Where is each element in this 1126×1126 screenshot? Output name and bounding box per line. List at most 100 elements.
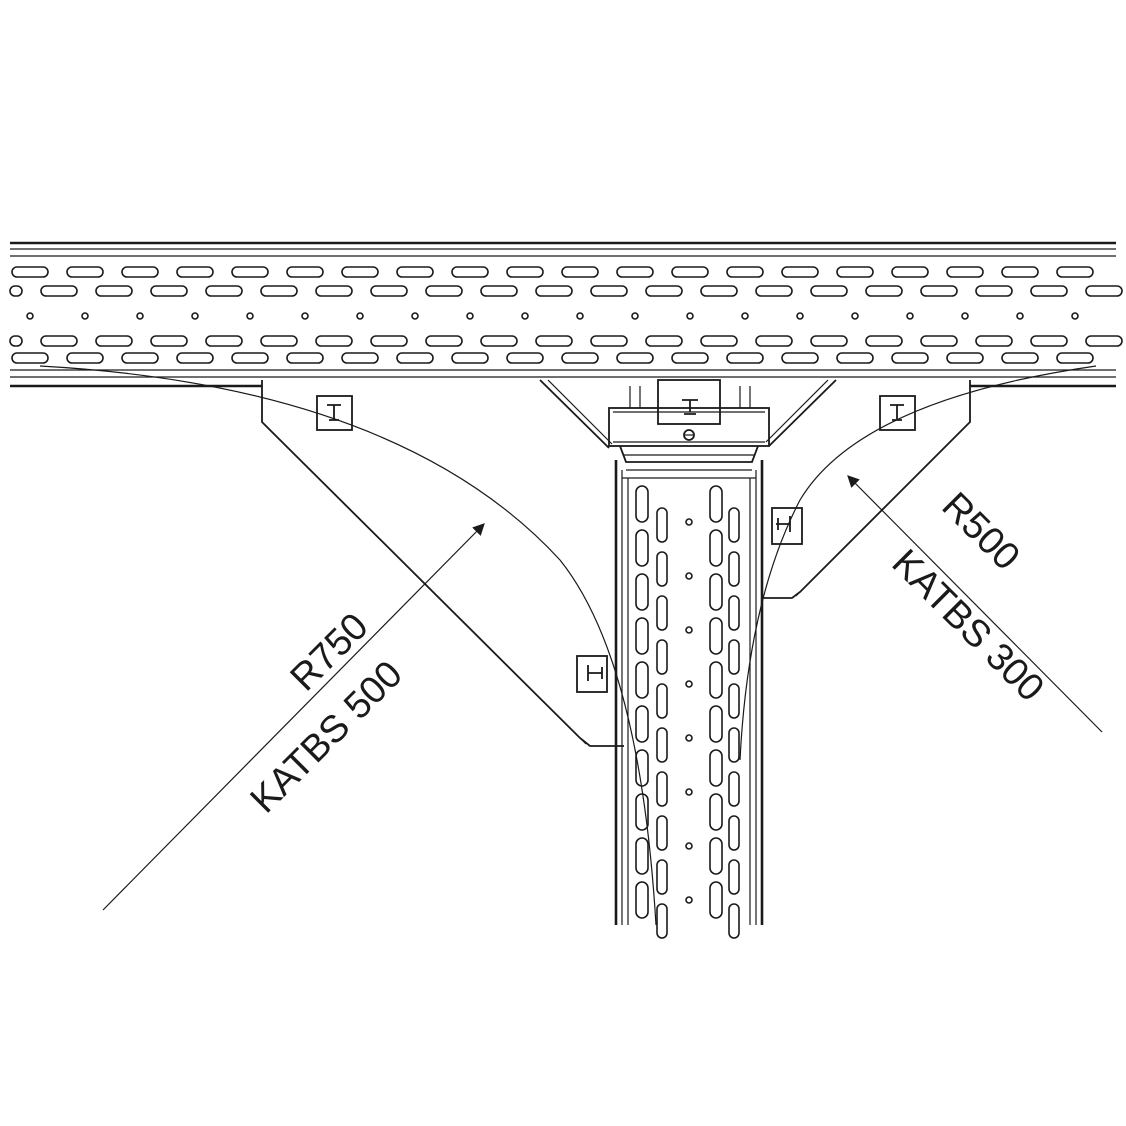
perforation-slot	[635, 793, 649, 831]
perforation-hole	[466, 312, 474, 320]
perforation-slot	[946, 352, 984, 364]
perforation-slot	[341, 266, 379, 278]
perforation-slot	[341, 352, 379, 364]
perforation-slot	[920, 335, 958, 347]
perforation-slot	[726, 266, 764, 278]
left-bend-katbs-500	[39, 365, 657, 926]
perforation-hole	[685, 518, 693, 526]
perforation-slot	[1001, 266, 1039, 278]
perforation-slot	[728, 639, 740, 675]
perforation-slot	[635, 705, 649, 743]
perforation-slot	[451, 266, 489, 278]
perforation-slot	[865, 285, 903, 297]
perforation-slot	[656, 727, 668, 763]
perforation-hole	[685, 734, 693, 742]
perforation-slot	[728, 771, 740, 807]
perforation-slot	[728, 595, 740, 631]
perforation-slot	[205, 285, 243, 297]
perforation-slot	[709, 661, 723, 699]
perforation-slot	[709, 705, 723, 743]
perforation-hole	[631, 312, 639, 320]
perforation-slot	[561, 352, 599, 364]
perforation-slot	[726, 352, 764, 364]
perforation-slot	[635, 529, 649, 567]
perforation-slot	[616, 352, 654, 364]
perforation-hole	[1016, 312, 1024, 320]
perforation-slot	[425, 335, 463, 347]
perforation-slot	[590, 285, 628, 297]
perforation-slot	[656, 595, 668, 631]
perforation-slot	[709, 529, 723, 567]
perforation-slot	[755, 285, 793, 297]
perforation-hole	[685, 572, 693, 580]
perforation-hole	[81, 312, 89, 320]
perforation-slot	[891, 266, 929, 278]
perforation-hole	[521, 312, 529, 320]
branch-tray-perforations	[635, 485, 740, 939]
perforation-slot	[709, 837, 723, 875]
perforation-slot	[480, 285, 518, 297]
perforation-slot	[700, 285, 738, 297]
perforation-slot	[635, 617, 649, 655]
perforation-slot	[176, 352, 214, 364]
perforation-slot	[260, 285, 298, 297]
perforation-slot	[176, 266, 214, 278]
perforation-slot	[95, 285, 133, 297]
perforation-slot	[11, 352, 49, 364]
perforation-slot	[975, 335, 1013, 347]
perforation-slot	[535, 285, 573, 297]
perforation-slot	[728, 727, 740, 763]
perforation-slot	[9, 335, 23, 347]
branch-tray-vertical	[614, 460, 764, 939]
perforation-slot	[370, 335, 408, 347]
perforation-slot	[40, 335, 78, 347]
perforation-hole	[851, 312, 859, 320]
perforation-slot	[66, 352, 104, 364]
perforation-slot	[1030, 285, 1068, 297]
perforation-slot	[370, 285, 408, 297]
perforation-hole	[686, 312, 694, 320]
perforation-hole	[411, 312, 419, 320]
perforation-slot	[836, 352, 874, 364]
perforation-slot	[709, 485, 723, 523]
perforation-slot	[656, 815, 668, 851]
perforation-slot	[1030, 335, 1068, 347]
perforation-hole	[26, 312, 34, 320]
perforation-slot	[231, 352, 269, 364]
main-tray-perforations	[9, 266, 1123, 364]
perforation-slot	[865, 335, 903, 347]
left-bend-clamp-side	[576, 655, 608, 693]
perforation-hole	[685, 680, 693, 688]
perforation-hole	[1071, 312, 1079, 320]
perforation-slot	[728, 551, 740, 587]
perforation-slot	[656, 903, 668, 939]
perforation-slot	[1056, 352, 1094, 364]
perforation-hole	[685, 896, 693, 904]
perforation-slot	[635, 661, 649, 699]
perforation-slot	[635, 573, 649, 611]
perforation-slot	[656, 683, 668, 719]
perforation-slot	[656, 639, 668, 675]
perforation-hole	[136, 312, 144, 320]
perforation-slot	[260, 335, 298, 347]
perforation-slot	[205, 335, 243, 347]
perforation-slot	[671, 352, 709, 364]
perforation-slot	[1001, 352, 1039, 364]
perforation-slot	[671, 266, 709, 278]
tee-coupler	[608, 379, 770, 463]
perforation-slot	[946, 266, 984, 278]
perforation-slot	[709, 617, 723, 655]
perforation-slot	[480, 335, 518, 347]
perforation-slot	[286, 266, 324, 278]
perforation-hole	[191, 312, 199, 320]
perforation-slot	[700, 335, 738, 347]
perforation-hole	[685, 842, 693, 850]
perforation-slot	[709, 749, 723, 787]
perforation-slot	[755, 335, 793, 347]
perforation-hole	[685, 788, 693, 796]
perforation-slot	[535, 335, 573, 347]
perforation-slot	[635, 749, 649, 787]
perforation-slot	[920, 285, 958, 297]
perforation-slot	[781, 266, 819, 278]
perforation-hole	[961, 312, 969, 320]
